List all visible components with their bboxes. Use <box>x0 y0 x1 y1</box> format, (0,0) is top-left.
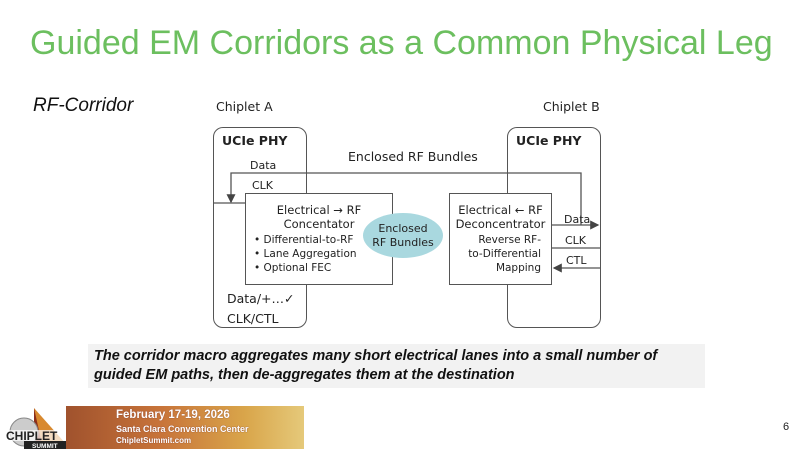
deconcentrator-box: Electrical ← RF Deconcentrator Reverse R… <box>449 193 552 285</box>
chiplet-b-clk-label: CLK <box>565 234 587 247</box>
slide-title: Guided EM Corridors as a Common Physical… <box>30 24 773 62</box>
ellipse-line-1: Enclosed <box>378 221 428 235</box>
deconcentrator-title-2: Deconcentrator <box>455 217 546 231</box>
deconcentrator-title-1: Electrical ← RF <box>458 203 543 217</box>
caption-box: The corridor macro aggregates many short… <box>88 344 705 388</box>
concentrator-bullet: • Lane Aggregation <box>254 248 357 260</box>
event-venue: Santa Clara Convention Center <box>116 424 249 434</box>
bundle-label: Enclosed RF Bundles <box>348 149 478 164</box>
concentrator-title-1: Electrical → RF <box>276 203 362 217</box>
deconcentrator-desc: Mapping <box>495 262 541 274</box>
event-banner: February 17-19, 2026 Santa Clara Convent… <box>66 406 304 449</box>
logo-text: CHIPLET <box>6 429 58 443</box>
chiplet-b-phy: UCIe PHY <box>516 133 582 148</box>
chiplet-a-bottom-2: CLK/CTL <box>227 311 279 326</box>
chiplet-b-data-label: Data <box>564 213 591 226</box>
event-website: ChipletSummit.com <box>116 436 192 445</box>
logo-subtext: SUMMIT <box>32 443 58 449</box>
chiplet-b-ctl-label: CTL <box>566 254 587 267</box>
concentrator-bullet: • Differential-to-RF <box>254 234 354 246</box>
logo-graphic: CHIPLET SUMMIT <box>4 408 66 450</box>
chiplet-a-label: Chiplet A <box>216 99 273 114</box>
page-number: 6 <box>783 421 790 433</box>
chiplet-a-bottom-1: Data/+…✓ <box>227 291 295 306</box>
chiplet-a-clk-label: CLK <box>252 179 274 192</box>
deconcentrator-desc: Reverse RF- <box>478 234 541 246</box>
event-date: February 17-19, 2026 <box>116 409 230 421</box>
chiplet-a-phy: UCIe PHY <box>222 133 288 148</box>
chiplet-summit-logo: CHIPLET SUMMIT <box>2 406 66 450</box>
return-path-line <box>226 172 582 225</box>
ellipse-line-2: RF Bundles <box>372 235 434 249</box>
chiplet-b-label: Chiplet B <box>543 99 600 114</box>
slide-subtitle: RF-Corridor <box>33 95 134 116</box>
concentrator-bullet: • Optional FEC <box>254 262 332 274</box>
deconcentrator-desc: to-Differential <box>468 248 541 260</box>
concentrator-title-2: Concentator <box>283 217 355 231</box>
chiplet-a-data-label: Data <box>250 159 277 172</box>
